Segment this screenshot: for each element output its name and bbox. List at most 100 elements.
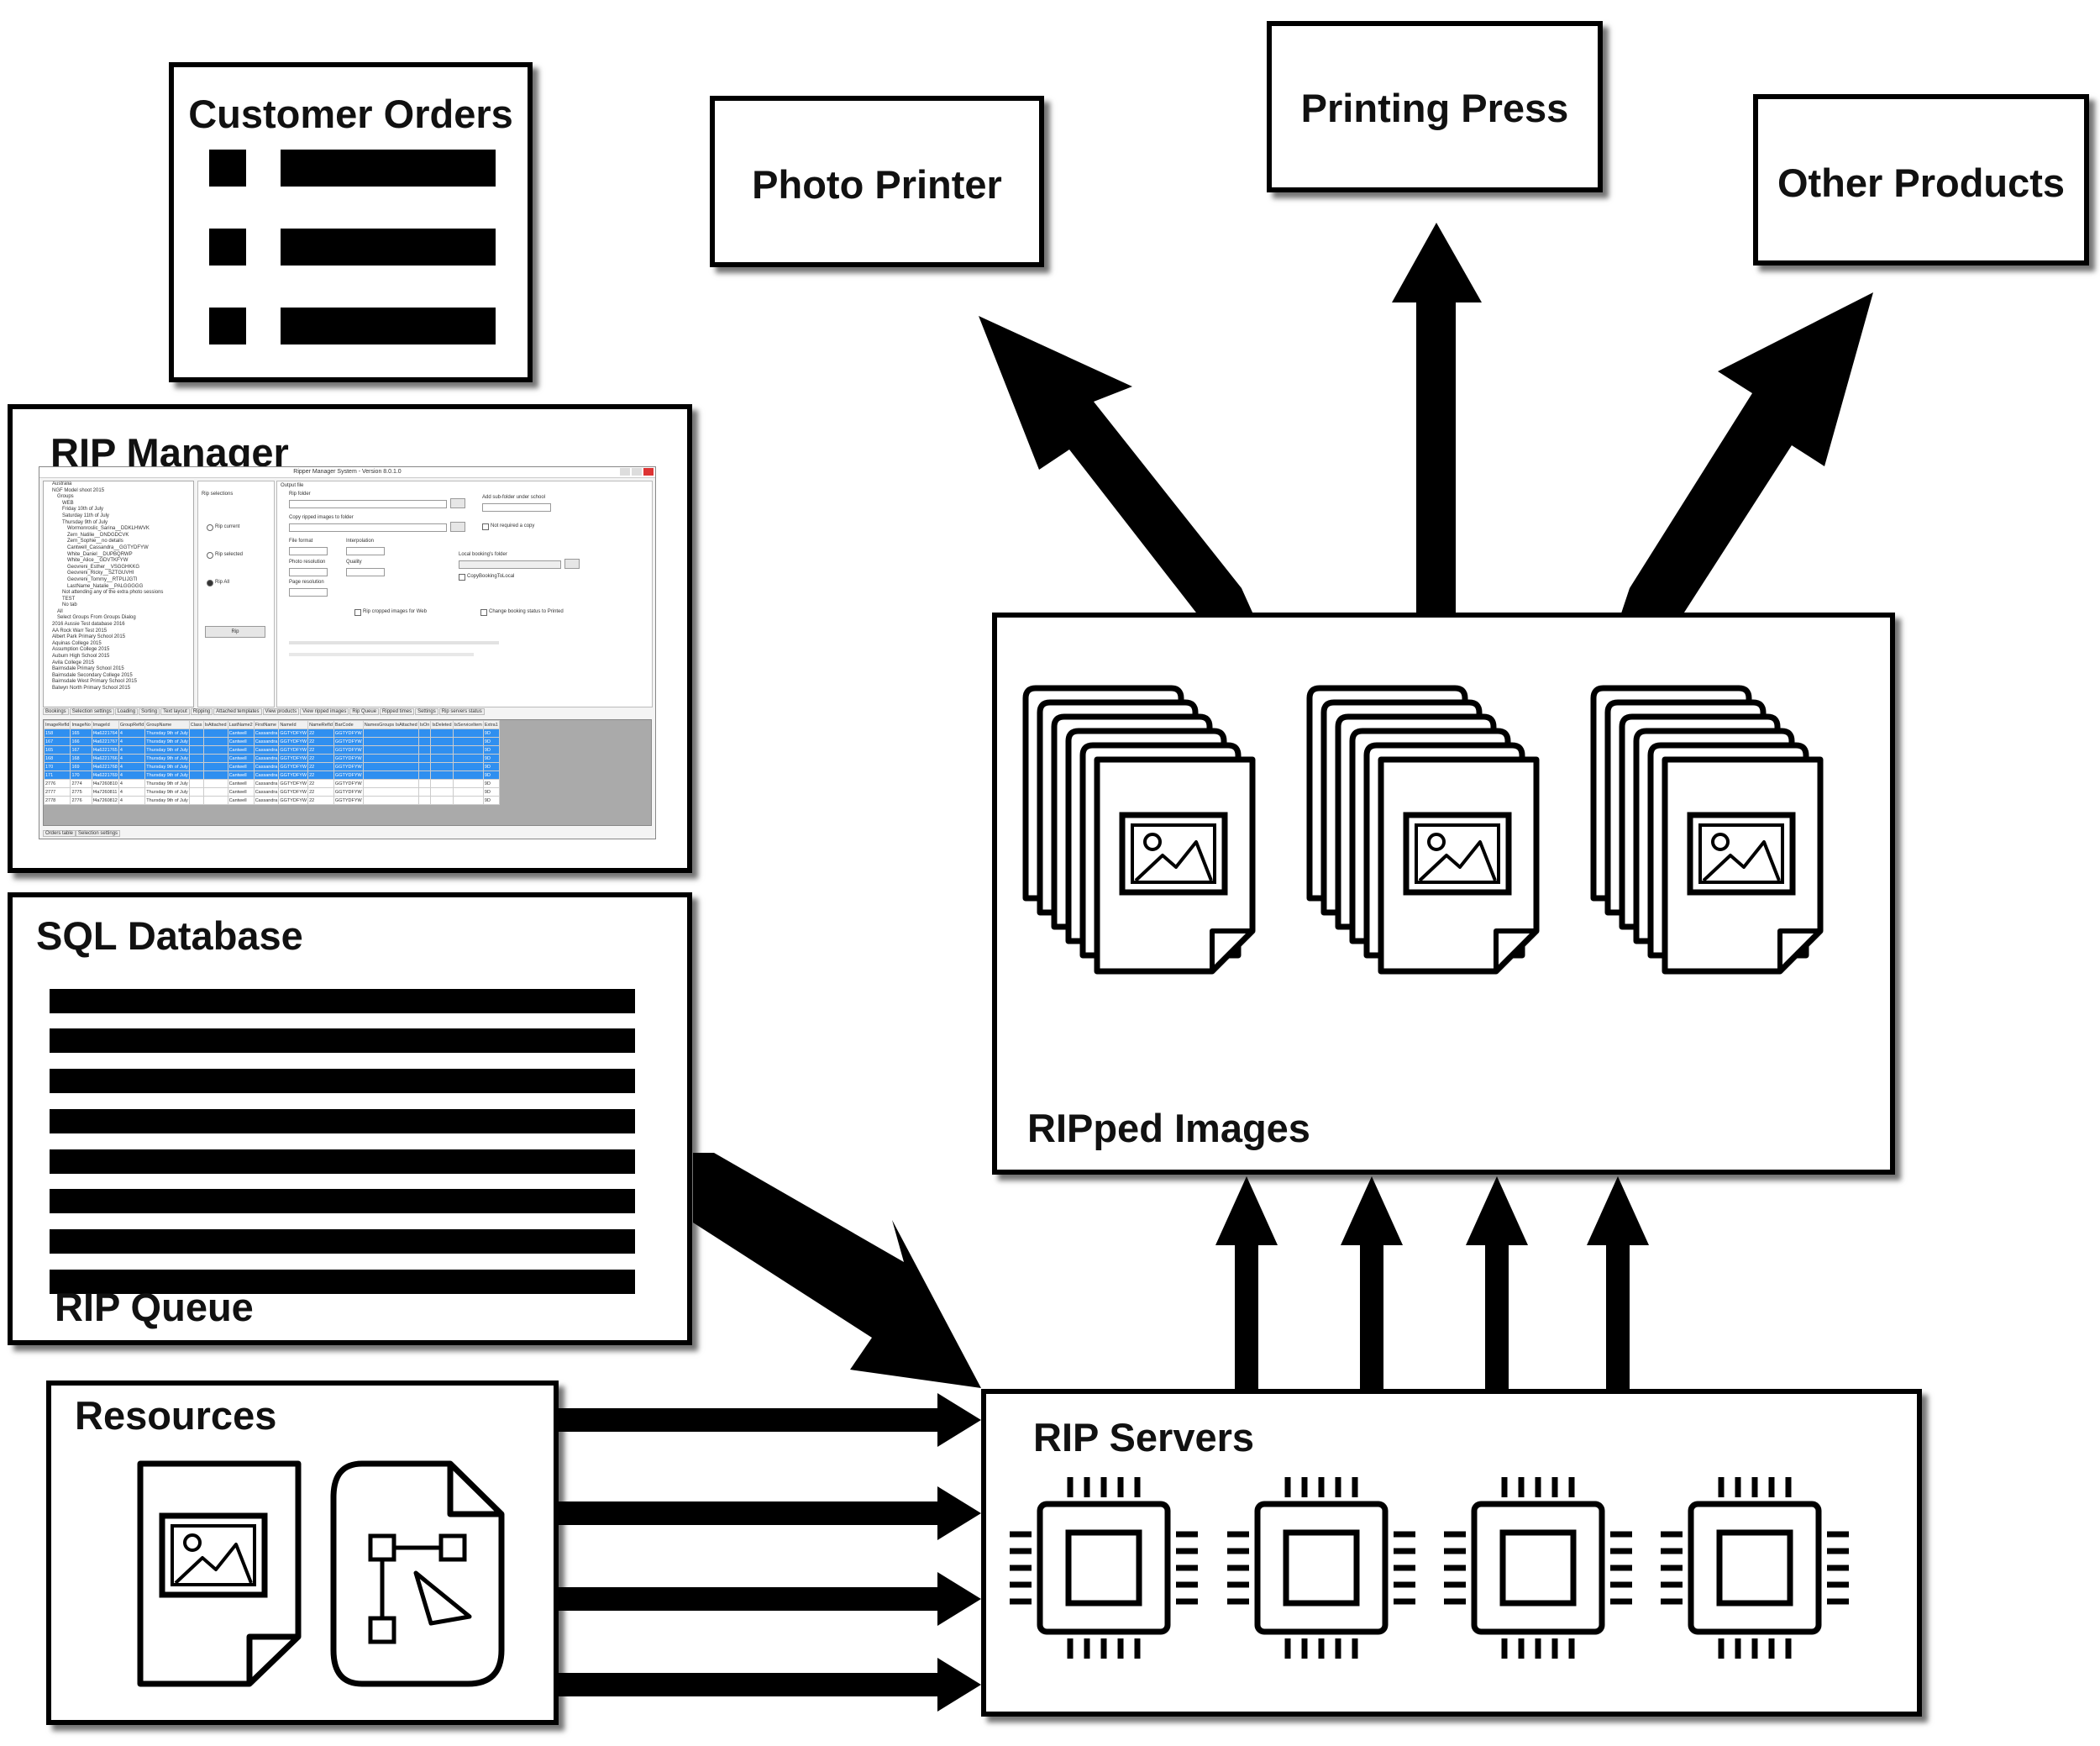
radio-rip-current[interactable] bbox=[207, 524, 213, 531]
tree-item[interactable]: Zern_Natilie__DNDGDCVK bbox=[67, 532, 129, 538]
tree-item[interactable]: Bairnsdale Secondary College 2015 bbox=[52, 672, 133, 678]
tree-item[interactable]: Assumption College 2015 bbox=[52, 647, 110, 653]
column-header[interactable]: GroupRefId bbox=[118, 720, 146, 729]
bottom-tab[interactable]: Orders table bbox=[43, 830, 76, 837]
tab[interactable]: View ripped images bbox=[300, 708, 349, 715]
local-booking-input[interactable] bbox=[459, 560, 561, 569]
tree-item[interactable]: Australia bbox=[52, 481, 72, 486]
close-icon[interactable] bbox=[643, 468, 654, 476]
tree-item[interactable]: Wormonroslic_Sarina__DDKLHWVK bbox=[67, 526, 150, 532]
column-header[interactable]: Extra1 bbox=[482, 720, 500, 729]
tree-item[interactable]: Saturday 11th of July bbox=[62, 513, 109, 518]
tree-item[interactable]: Cantwell_Cassandra__GGTYDFYW bbox=[67, 544, 149, 550]
tree-item[interactable]: Geovreni_Tommy__RTPLIJGTI bbox=[67, 576, 138, 582]
tab[interactable]: Sorting bbox=[139, 708, 160, 715]
tab[interactable]: Ripped times bbox=[380, 708, 415, 715]
tab[interactable]: Rip Queue bbox=[349, 708, 380, 715]
photo-resolution-select[interactable] bbox=[289, 568, 328, 576]
tree-item[interactable]: Bairnsdale West Primary School 2015 bbox=[52, 679, 137, 685]
interpolation-select[interactable] bbox=[346, 547, 385, 555]
tree-item[interactable]: No tab bbox=[62, 602, 77, 608]
rip-folder-input[interactable] bbox=[289, 500, 447, 508]
tab[interactable]: Loading bbox=[114, 708, 139, 715]
copy-ripped-browse-button[interactable] bbox=[450, 522, 465, 532]
radio-rip-selected[interactable] bbox=[207, 552, 213, 559]
column-header[interactable]: BarCode bbox=[333, 720, 364, 729]
column-header[interactable]: NamesGroups IsAttached bbox=[362, 720, 419, 729]
tree-item[interactable]: Aquinas College 2015 bbox=[52, 640, 102, 646]
column-header[interactable]: ImageRefId bbox=[44, 720, 71, 729]
tab[interactable]: Rip servers status bbox=[438, 708, 485, 715]
quality-select[interactable] bbox=[346, 568, 385, 576]
tab[interactable]: Ripping bbox=[190, 708, 213, 715]
tree-item[interactable]: Geovreni_Esther__VSGGHKKG bbox=[67, 564, 140, 570]
column-header[interactable]: IsDeleted bbox=[430, 720, 454, 729]
tree-item[interactable]: Avila College 2015 bbox=[52, 660, 94, 665]
tab[interactable]: View products bbox=[262, 708, 300, 715]
not-required-checkbox[interactable] bbox=[482, 523, 489, 530]
change-booking-checkbox[interactable] bbox=[480, 609, 487, 616]
column-header[interactable]: ImageNo bbox=[70, 720, 92, 729]
tree-item[interactable]: Select Groups From Groups Dialog bbox=[57, 615, 136, 621]
tree-item[interactable]: Bairnsdale Primary School 2015 bbox=[52, 666, 124, 672]
tab[interactable]: Settings bbox=[415, 708, 438, 715]
column-header[interactable]: IsAttached bbox=[202, 720, 228, 729]
file-format-select[interactable] bbox=[289, 547, 328, 555]
maximize-icon[interactable] bbox=[632, 468, 642, 476]
rip-folder-browse-button[interactable] bbox=[450, 498, 465, 508]
tab[interactable]: Selection settings bbox=[69, 708, 114, 715]
tree-item[interactable]: Not attending any of the extra photo ses… bbox=[62, 590, 164, 596]
column-header[interactable]: GroupName bbox=[144, 720, 190, 729]
radio-rip-all[interactable] bbox=[207, 580, 213, 586]
column-header[interactable]: NameRefId bbox=[307, 720, 334, 729]
tree-item[interactable]: Geovreni_Ricky__SZTGUVHI bbox=[67, 571, 134, 576]
tree-item[interactable]: WEB bbox=[62, 500, 74, 506]
column-header[interactable]: NameId bbox=[278, 720, 309, 729]
tree-item[interactable]: Zern_Sophie__no details bbox=[67, 539, 123, 544]
page-resolution-select[interactable] bbox=[289, 588, 328, 597]
rip-button[interactable]: Rip bbox=[205, 626, 265, 638]
image-stack bbox=[1590, 685, 1824, 975]
column-header[interactable]: IsOn bbox=[417, 720, 432, 729]
tree-item[interactable]: Groups bbox=[57, 494, 74, 500]
tab[interactable]: Attached templates bbox=[213, 708, 262, 715]
tree-item[interactable]: All bbox=[57, 608, 63, 614]
tab[interactable]: Bookings bbox=[43, 708, 69, 715]
tree-item[interactable]: Balwyn North Primary School 2015 bbox=[52, 686, 131, 691]
tree-item[interactable]: Auburn High School 2015 bbox=[52, 654, 110, 660]
local-booking-browse-button[interactable] bbox=[564, 559, 580, 569]
column-header[interactable]: Class bbox=[188, 720, 204, 729]
rip-cropped-checkbox[interactable] bbox=[354, 609, 361, 616]
bottom-tab[interactable]: Selection settings bbox=[76, 830, 121, 837]
tree-item[interactable]: White_Daniel__DUPBQRWP bbox=[67, 551, 133, 557]
tree-item[interactable]: 2016 Aussie Test database 2016 bbox=[52, 622, 125, 628]
column-header[interactable]: ImageId bbox=[91, 720, 119, 729]
column-header[interactable]: LastName2 bbox=[227, 720, 255, 729]
tree-item[interactable]: AA Rock Warr Test 2015 bbox=[52, 628, 108, 634]
minimize-icon[interactable] bbox=[620, 468, 630, 476]
tree-item[interactable]: NGF Model shoot 2015 bbox=[52, 487, 105, 493]
tree-item[interactable]: Friday 10th of July bbox=[62, 507, 104, 513]
copy-booking-checkbox[interactable] bbox=[459, 574, 465, 581]
column-header[interactable]: FirstName bbox=[253, 720, 280, 729]
column-header[interactable]: IsServiceItem bbox=[452, 720, 484, 729]
copy-ripped-input[interactable] bbox=[289, 523, 447, 532]
add-subfolder-input[interactable] bbox=[482, 503, 551, 512]
tree-item[interactable]: TEST bbox=[62, 596, 76, 602]
tab[interactable]: Text layout bbox=[160, 708, 190, 715]
tree-item[interactable]: Albert Park Primary School 2015 bbox=[52, 634, 126, 640]
tree-item[interactable]: White_Alice__GDVTKFYW bbox=[67, 558, 129, 564]
tree-item[interactable]: LastName_Natalie__PALGGGGG bbox=[67, 583, 144, 589]
tree-item[interactable]: Thursday 9th of July bbox=[62, 519, 108, 525]
